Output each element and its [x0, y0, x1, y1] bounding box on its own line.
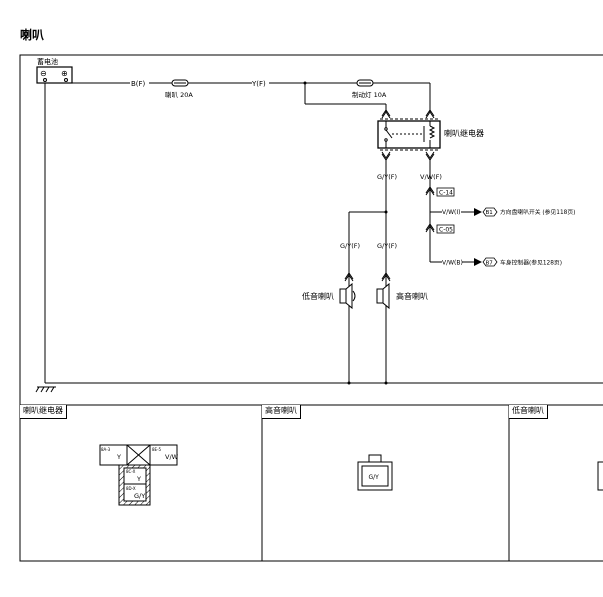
ref-badge-b1 [482, 207, 498, 217]
high-horn-label: 高音喇叭 [396, 291, 428, 301]
high-horn-pin: G/Y [369, 474, 380, 481]
ref-b7-badge: B7 [486, 261, 494, 267]
ref-b1-text: 方向盘喇叭开关 (参见118页) [500, 208, 575, 216]
relay-pin1-wire: Y [116, 453, 121, 461]
panel-label-high-horn: 高音喇叭 [262, 405, 301, 419]
connector-panels-frame [19, 404, 603, 562]
relay-pin3-id: 8C-X [126, 469, 136, 474]
schematic-frame [19, 54, 603, 406]
page-title: 喇叭 [20, 28, 45, 42]
wire-label-gyf-high: G/Y(F) [377, 242, 397, 250]
panel-label-low-horn: 低音喇叭 [509, 405, 548, 419]
ref-b7-text: 车身控制器(参见128页) [500, 259, 562, 267]
relay-pin2-id: 8E-5 [152, 447, 162, 452]
ground-icon [35, 386, 56, 393]
fuse-brake-icon [356, 79, 374, 87]
low-horn-connector [597, 461, 603, 491]
horn-relay [377, 109, 441, 161]
relay-connector [99, 444, 178, 506]
relay-pin4-wire: G/Y [134, 492, 145, 500]
wire-label-vwi: V/W(I) [442, 209, 461, 216]
connector-c14: C-14 [439, 190, 453, 197]
wire-label-bf: B(F) [131, 80, 146, 88]
panel-label-relay: 喇叭继电器 [20, 405, 67, 419]
low-horn-icon [339, 282, 356, 310]
low-horn-label: 低音喇叭 [302, 291, 334, 301]
wire-label-gyf-low: G/Y(F) [340, 242, 360, 250]
relay-pin2-wire: V/W [165, 453, 179, 461]
wire-label-yf: Y(F) [251, 80, 266, 88]
relay-pin4-id: 8D-X [126, 486, 136, 491]
connector-c05: C-05 [439, 227, 453, 234]
relay-pin1-id: 8A-3 [101, 447, 111, 452]
arrow-right-icon [474, 258, 482, 266]
battery-plus-icon: ⊕ [61, 69, 68, 78]
battery-minus-icon: ⊖ [40, 69, 47, 78]
battery-label: 蓄电池 [37, 57, 58, 66]
fuse-horn-icon [171, 79, 189, 87]
ref-badge-b7 [482, 257, 498, 267]
fuse-horn-label: 喇叭 20A [165, 90, 193, 99]
wire-label-vwb: V/W(B) [442, 260, 463, 267]
ref-b1-badge: B1 [486, 210, 493, 216]
high-horn-icon [376, 282, 390, 310]
relay-label: 喇叭继电器 [444, 128, 484, 138]
fuse-brake-label: 制动灯 10A [352, 90, 387, 99]
wire-label-vwf: V/W(F) [420, 173, 442, 181]
arrow-right-icon [474, 208, 482, 216]
wire-label-gyf-main: G/Y(F) [377, 173, 397, 181]
relay-pin3-wire: Y [136, 475, 141, 483]
battery: 蓄电池 ⊖ ⊕ [36, 57, 73, 84]
high-horn-connector [357, 454, 393, 491]
